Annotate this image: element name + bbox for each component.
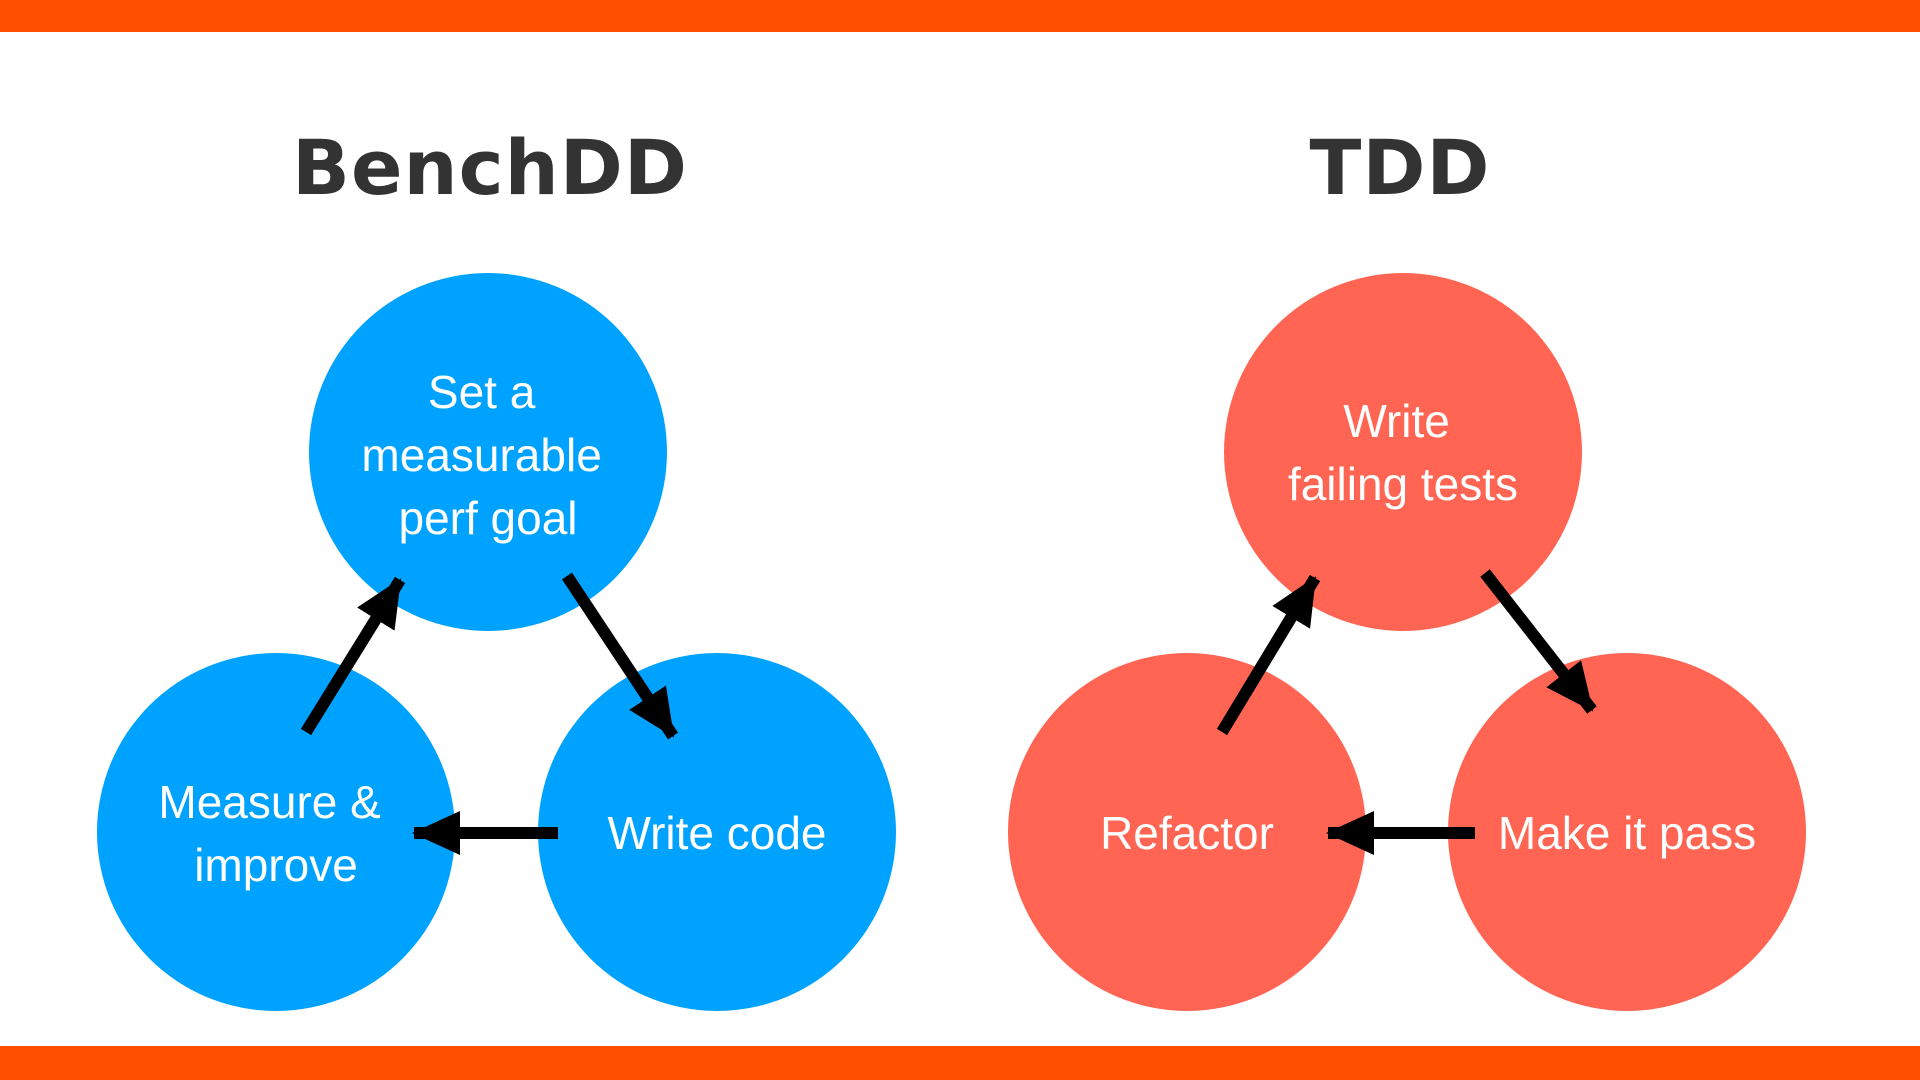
tdd-step-make-pass-label: Make it pass xyxy=(1498,807,1756,859)
top-accent-bar xyxy=(0,0,1920,32)
benchdd-step-write-code-label: Write code xyxy=(607,807,826,859)
bottom-accent-bar xyxy=(0,1046,1920,1080)
benchdd-step-measure-label: Measure & improve xyxy=(158,776,393,891)
tdd-step-write-tests-circle xyxy=(1224,273,1582,631)
tdd-title: TDD xyxy=(1309,123,1491,212)
benchdd-arrow-goal-to-code xyxy=(561,572,679,740)
tdd-cycle: Write failing tests Make it pass Refacto… xyxy=(1008,273,1806,1011)
benchdd-arrow-measure-to-goal xyxy=(300,576,406,736)
tdd-step-write-tests-label: Write failing tests xyxy=(1288,395,1518,510)
benchdd-cycle: Set a measurable perf goal Write code Me… xyxy=(97,273,896,1011)
benchdd-title: BenchDD xyxy=(292,123,688,212)
tdd-step-refactor-circle xyxy=(1008,653,1366,1011)
benchdd-step-measure-circle xyxy=(97,653,455,1011)
tdd-arrow-tests-to-pass xyxy=(1480,569,1597,714)
tdd-step-refactor-label: Refactor xyxy=(1100,807,1274,859)
benchdd-step-goal-circle xyxy=(309,273,667,631)
benchdd-step-goal-label: Set a measurable perf goal xyxy=(361,366,614,544)
tdd-step-make-pass-circle xyxy=(1448,653,1806,1011)
tdd-arrow-refactor-to-tests xyxy=(1216,574,1321,736)
benchdd-step-write-code-circle xyxy=(538,653,896,1011)
